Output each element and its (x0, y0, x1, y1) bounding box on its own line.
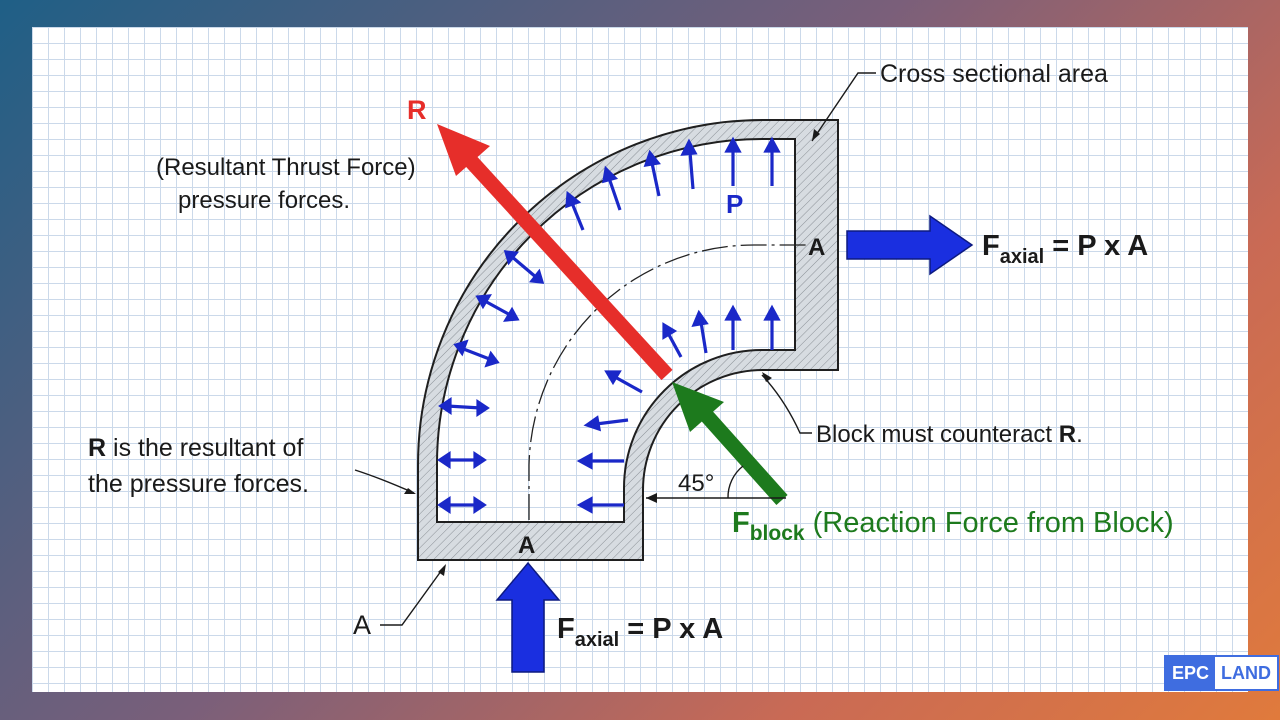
pressure-arrow (438, 397, 490, 417)
logo-part-2: LAND (1221, 663, 1272, 683)
pressure-arrow (453, 339, 500, 368)
pressure-arrows-outer (437, 250, 545, 514)
angle-arc (727, 465, 744, 499)
pressure-arrow (565, 190, 585, 231)
resultant-arrow (437, 124, 673, 381)
pressure-arrow (602, 165, 622, 211)
pressure-arrow (576, 452, 624, 470)
pressure-arrow (503, 250, 545, 284)
block-note: Block must counteract R. (816, 421, 1083, 448)
area-label-bottom: A (518, 532, 535, 559)
pressure-arrow (724, 136, 742, 186)
area-outer-leader (380, 566, 445, 626)
pressure-arrow (680, 138, 698, 190)
resultant-note-line1: R is the resultant of (88, 434, 303, 462)
pressure-arrow (576, 496, 624, 514)
pressure-arrow (763, 304, 781, 350)
cross-section-leader (811, 72, 876, 142)
pressure-label: P (726, 189, 743, 219)
cross-section-label: Cross sectional area (880, 60, 1108, 88)
pressure-arrow (691, 309, 709, 354)
pipe-centerline (528, 244, 810, 520)
pressure-arrows-top (565, 136, 781, 231)
pressure-arrow (763, 136, 781, 186)
resultant-note-line2: the pressure forces. (88, 470, 309, 498)
pressure-arrow (604, 370, 643, 394)
pipe-bend-diagram: P R A A Faxial = P x A Faxial = P x A Fb… (88, 60, 1174, 673)
thrust-label-line1: (Resultant Thrust Force) (156, 154, 416, 181)
pressure-arrows-inner (576, 304, 781, 514)
pressure-arrow (583, 415, 629, 432)
block-note-leader (761, 374, 812, 434)
diagram-canvas: P R A A Faxial = P x A Faxial = P x A Fb… (32, 27, 1248, 692)
pipe-wall (417, 119, 839, 561)
pressure-arrow (437, 451, 487, 469)
pressure-arrow (724, 304, 742, 350)
resultant-label: R (407, 95, 427, 125)
logo-part-1: EPC (1166, 657, 1216, 689)
pressure-arrow (437, 496, 487, 514)
axial-arrow-right (846, 214, 974, 276)
block-reaction-arrow (672, 382, 788, 505)
area-label-outer: A (353, 610, 371, 640)
f-axial-right-label: Faxial = P x A (982, 230, 1148, 268)
thrust-label-line2: pressure forces. (178, 187, 350, 214)
epcland-logo: EPC LAND (1164, 655, 1280, 691)
area-label-right: A (808, 234, 825, 261)
resultant-note-leader (354, 469, 415, 494)
axial-arrow-bottom (495, 561, 561, 673)
pressure-arrow (475, 294, 520, 322)
pressure-arrow (662, 322, 683, 358)
f-axial-bottom-label: Faxial = P x A (557, 613, 723, 651)
angle-label: 45° (678, 470, 714, 497)
f-block-label: Fblock (Reaction Force from Block) (732, 507, 1174, 545)
pressure-arrow (643, 149, 661, 197)
